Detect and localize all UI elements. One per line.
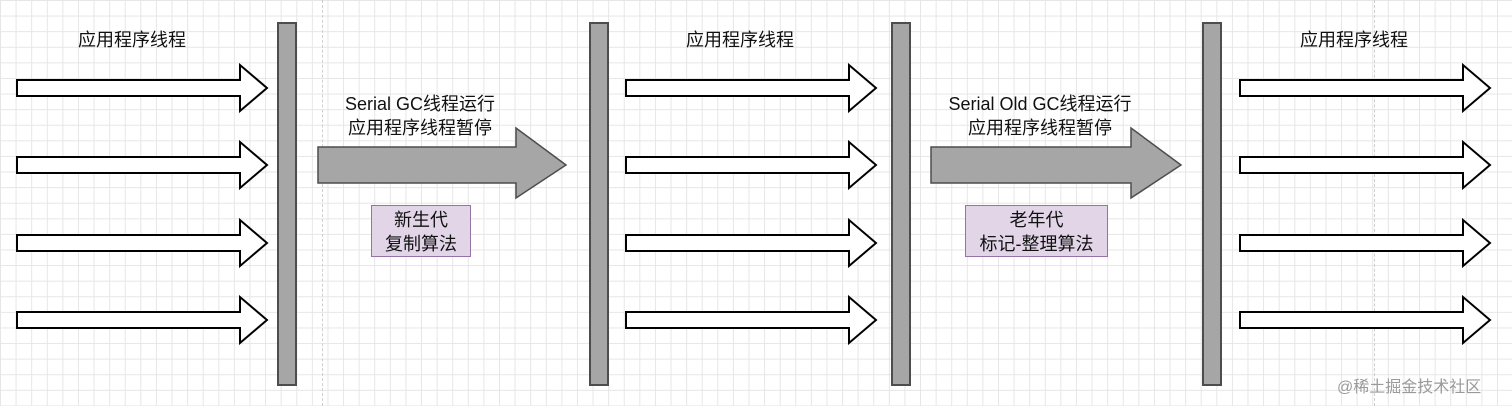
thread-arrow (1239, 217, 1492, 269)
safepoint-barrier-4 (1202, 22, 1222, 386)
phase-old-label: Serial Old GC线程运行 应用程序线程暂停 (920, 92, 1160, 140)
thread-arrow (625, 62, 878, 114)
phase-old-line1: Serial Old GC线程运行 (948, 94, 1132, 114)
thread-arrow (625, 139, 878, 191)
thread-arrow (625, 217, 878, 269)
page-guide-left (322, 0, 323, 406)
gc-phase-arrow-young (317, 126, 568, 200)
phase-old-line2: 应用程序线程暂停 (968, 118, 1112, 138)
algo-young-line2: 复制算法 (385, 234, 457, 254)
thread-arrow (1239, 62, 1492, 114)
thread-label-2: 应用程序线程 (686, 30, 794, 50)
algo-old-line1: 老年代 (1009, 210, 1064, 230)
thread-label-3: 应用程序线程 (1300, 30, 1408, 50)
young-gen-algorithm-box: 新生代 复制算法 (371, 205, 471, 257)
page-guide-right (1374, 0, 1375, 406)
thread-arrow (16, 139, 269, 191)
watermark: @稀土掘金技术社区 (1337, 379, 1482, 396)
old-gen-algorithm-box: 老年代 标记-整理算法 (965, 205, 1108, 257)
gc-phase-arrow-old (930, 126, 1183, 200)
thread-arrow (1239, 139, 1492, 191)
phase-young-line1: Serial GC线程运行 (344, 94, 496, 114)
phase-young-line2: 应用程序线程暂停 (348, 118, 492, 138)
thread-arrow (625, 294, 878, 346)
thread-arrow (16, 294, 269, 346)
algo-old-line2: 标记-整理算法 (979, 234, 1094, 254)
thread-arrow (1239, 294, 1492, 346)
safepoint-barrier-1 (277, 22, 297, 386)
phase-young-label: Serial GC线程运行 应用程序线程暂停 (320, 92, 520, 140)
algo-young-line1: 新生代 (394, 210, 448, 230)
safepoint-barrier-2 (589, 22, 609, 386)
thread-arrow (16, 217, 269, 269)
thread-label-1: 应用程序线程 (78, 30, 186, 50)
thread-arrow (16, 62, 269, 114)
safepoint-barrier-3 (891, 22, 911, 386)
